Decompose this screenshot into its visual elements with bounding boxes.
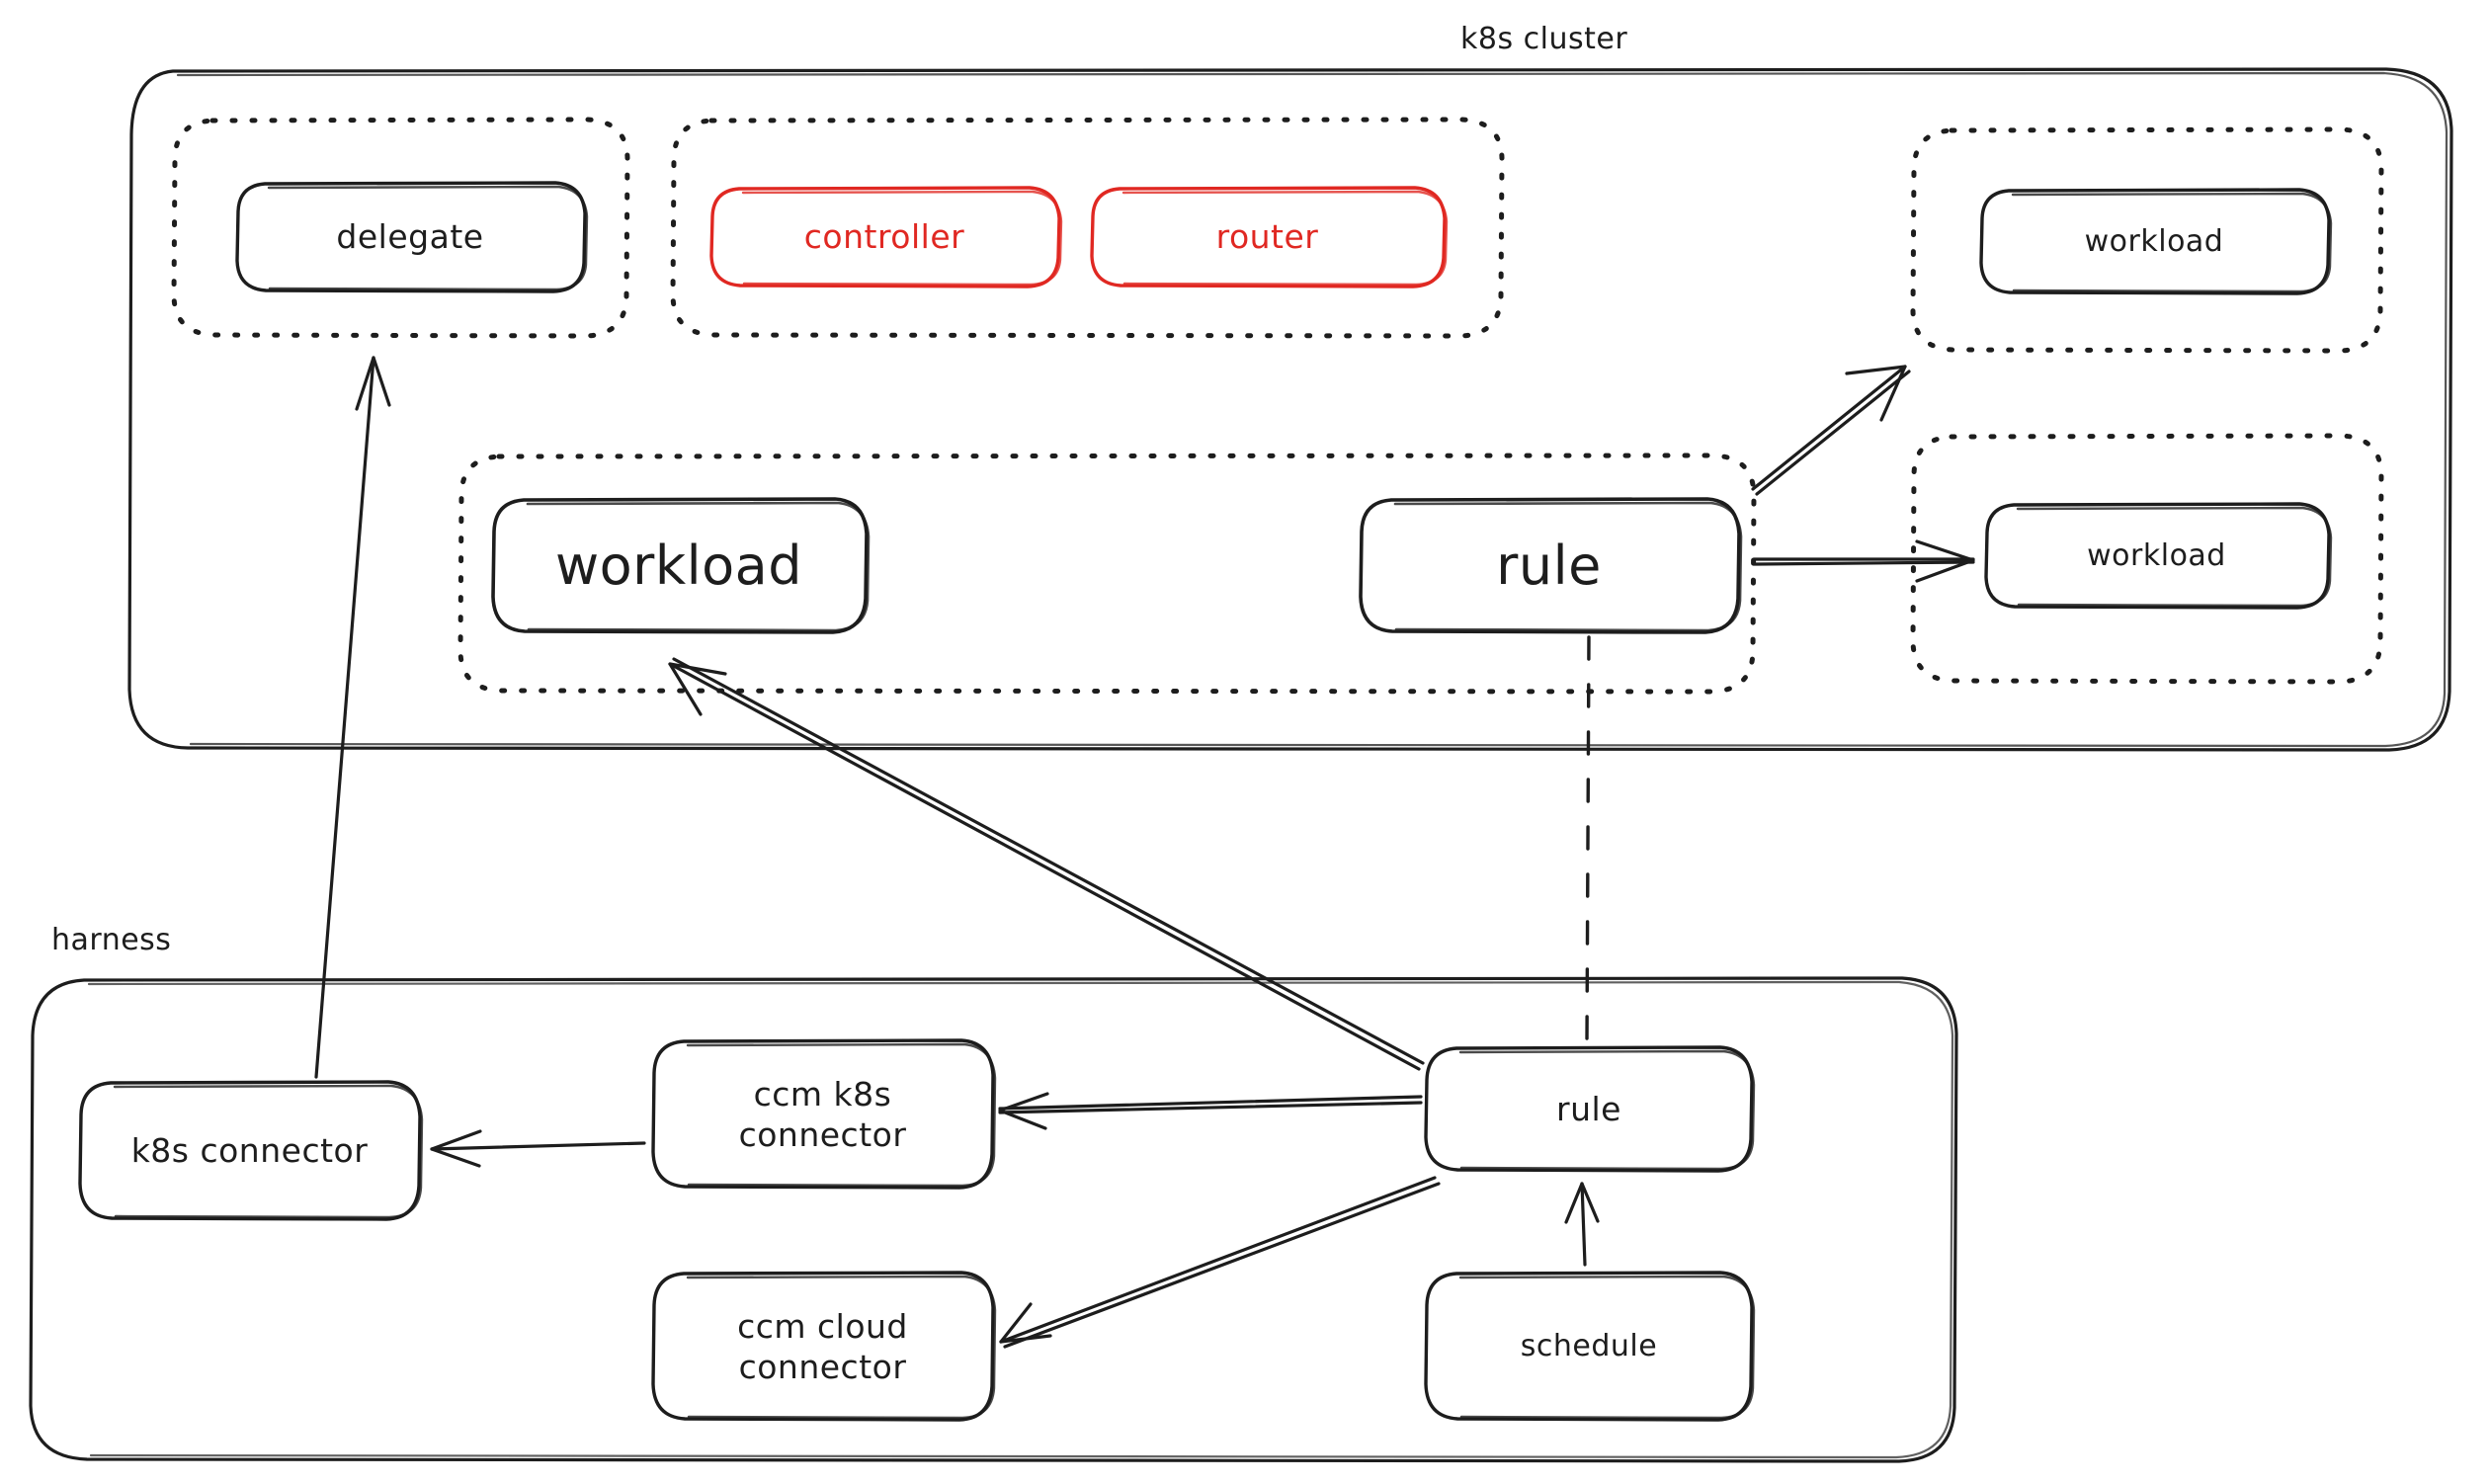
- group-controller-router-border: [670, 117, 1505, 339]
- group-workload-top-border: [1910, 126, 2384, 354]
- node-workload-main[interactable]: [491, 499, 867, 632]
- node-router-box[interactable]: [1090, 186, 1449, 289]
- node-delegate-box[interactable]: [235, 181, 589, 293]
- node-workload-bottom-right[interactable]: [1986, 504, 2327, 608]
- node-controller[interactable]: [711, 188, 1057, 287]
- node-rule-harness[interactable]: [1426, 1047, 1752, 1171]
- group-delegate-border: [171, 117, 630, 339]
- node-workload-main-box[interactable]: [491, 497, 871, 634]
- node-ccm-cloud-connector-box[interactable]: [651, 1271, 997, 1422]
- edge-rule-cluster-to-rule-harness: [1585, 635, 1591, 1044]
- node-workload-top-right-box[interactable]: [1979, 188, 2333, 295]
- edge-rule-harness-to-ccm-cloud: [999, 1176, 1441, 1349]
- node-delegate[interactable]: [237, 183, 583, 291]
- node-ccm-k8s-connector[interactable]: [652, 1040, 993, 1189]
- node-k8s-connector-box[interactable]: [78, 1080, 424, 1221]
- node-controller-box[interactable]: [709, 186, 1063, 289]
- node-rule-harness-box[interactable]: [1424, 1045, 1756, 1173]
- cluster-k8s-cluster-border: [127, 67, 2453, 752]
- node-rule-cluster[interactable]: [1359, 499, 1739, 632]
- group-workload-rule-border: [457, 453, 1757, 695]
- edge-rule-cluster-to-workload-top-right: [1751, 365, 1911, 496]
- node-schedule-box[interactable]: [1424, 1271, 1756, 1422]
- edge-k8s-connector-to-delegate: [314, 356, 391, 1079]
- node-workload-bottom-right-box[interactable]: [1984, 502, 2333, 610]
- edge-rule-harness-to-ccm-k8s: [998, 1092, 1423, 1130]
- node-ccm-k8s-connector-box[interactable]: [651, 1038, 997, 1190]
- edge-ccm-k8s-to-k8s-connector: [430, 1129, 646, 1168]
- cluster-harness-border: [29, 976, 1958, 1463]
- edge-schedule-to-rule-harness: [1564, 1182, 1600, 1267]
- node-router[interactable]: [1092, 188, 1443, 287]
- edge-rule-harness-to-workload-main: [668, 657, 1425, 1071]
- node-workload-top-right[interactable]: [1981, 190, 2327, 293]
- node-rule-cluster-box[interactable]: [1359, 497, 1743, 634]
- node-schedule[interactable]: [1426, 1273, 1752, 1421]
- node-k8s-connector[interactable]: [79, 1082, 420, 1220]
- node-ccm-cloud-connector[interactable]: [652, 1273, 993, 1421]
- edge-rule-cluster-to-workload-bottom-right: [1752, 539, 1975, 583]
